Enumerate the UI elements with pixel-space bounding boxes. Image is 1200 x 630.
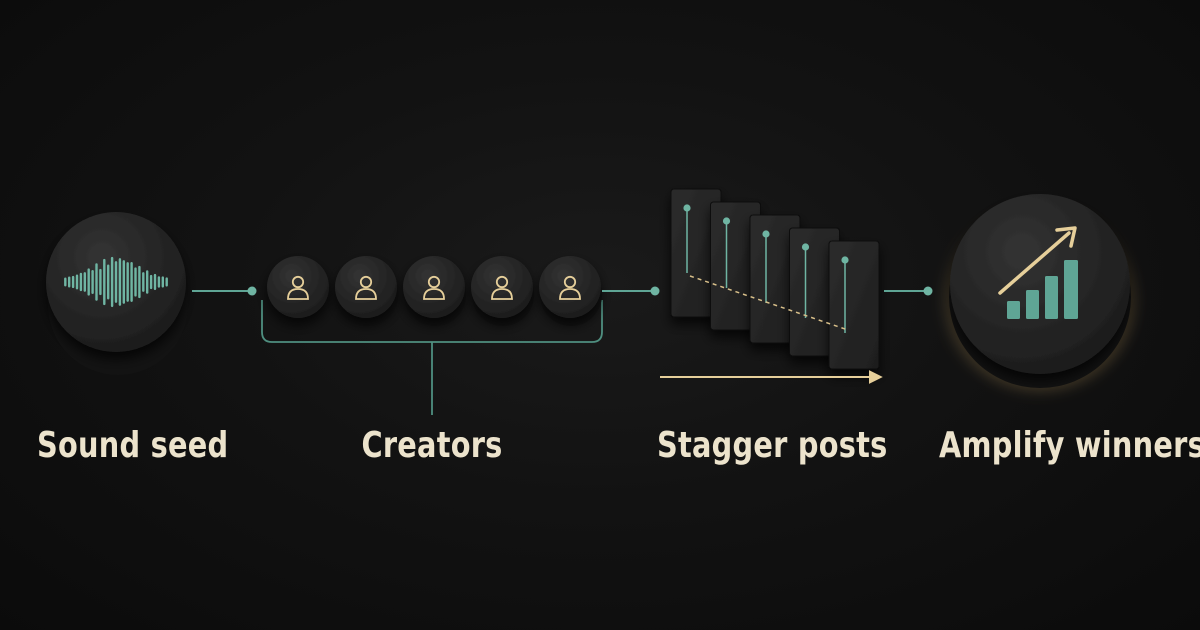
post-pin-dot: [841, 256, 849, 264]
growth-chart-icon: [998, 226, 1078, 319]
growth-bar-1: [1007, 301, 1020, 319]
post-pin-dot: [722, 217, 731, 225]
connector-posts-to-amplify: [884, 286, 933, 296]
post-card: [749, 214, 801, 344]
label-creators: Creators: [361, 425, 503, 466]
connector-sound-to-creators: [192, 286, 257, 296]
waveform-icon: [64, 256, 168, 308]
creator-node: [335, 256, 398, 326]
person-icon: [287, 275, 309, 300]
creator-node: [471, 256, 534, 326]
creator-node: [403, 256, 466, 326]
amplify-node-disc: [950, 194, 1130, 374]
stagger-trend-line: [689, 275, 849, 331]
person-icon: [423, 275, 445, 300]
connector-creators-to-posts: [602, 286, 660, 296]
creators-bracket: [261, 300, 603, 415]
growth-bar-3: [1045, 276, 1058, 319]
person-icon: [559, 275, 581, 300]
person-icon: [491, 275, 513, 300]
posts-group: [670, 188, 880, 370]
sound-seed-node: [46, 212, 188, 375]
amplify-winners-node: [940, 194, 1140, 396]
post-card: [828, 240, 880, 370]
growth-bar-4: [1064, 260, 1078, 319]
label-stagger-posts: Stagger posts: [657, 425, 888, 466]
label-sound-seed: Sound seed: [37, 425, 229, 466]
person-icon: [355, 275, 377, 300]
post-pin-dot: [762, 230, 770, 238]
growth-bar-2: [1026, 290, 1039, 319]
post-card: [710, 201, 761, 331]
post-card: [789, 227, 840, 357]
creator-node: [539, 256, 602, 326]
post-pin-dot: [683, 204, 691, 212]
growth-arrow-head: [1055, 226, 1077, 248]
creator-node: [267, 256, 330, 326]
post-pin-dot: [801, 243, 810, 251]
label-amplify-winners: Amplify winners: [939, 425, 1200, 466]
creators-group: [267, 256, 602, 326]
growth-trend-line: [998, 231, 1071, 295]
